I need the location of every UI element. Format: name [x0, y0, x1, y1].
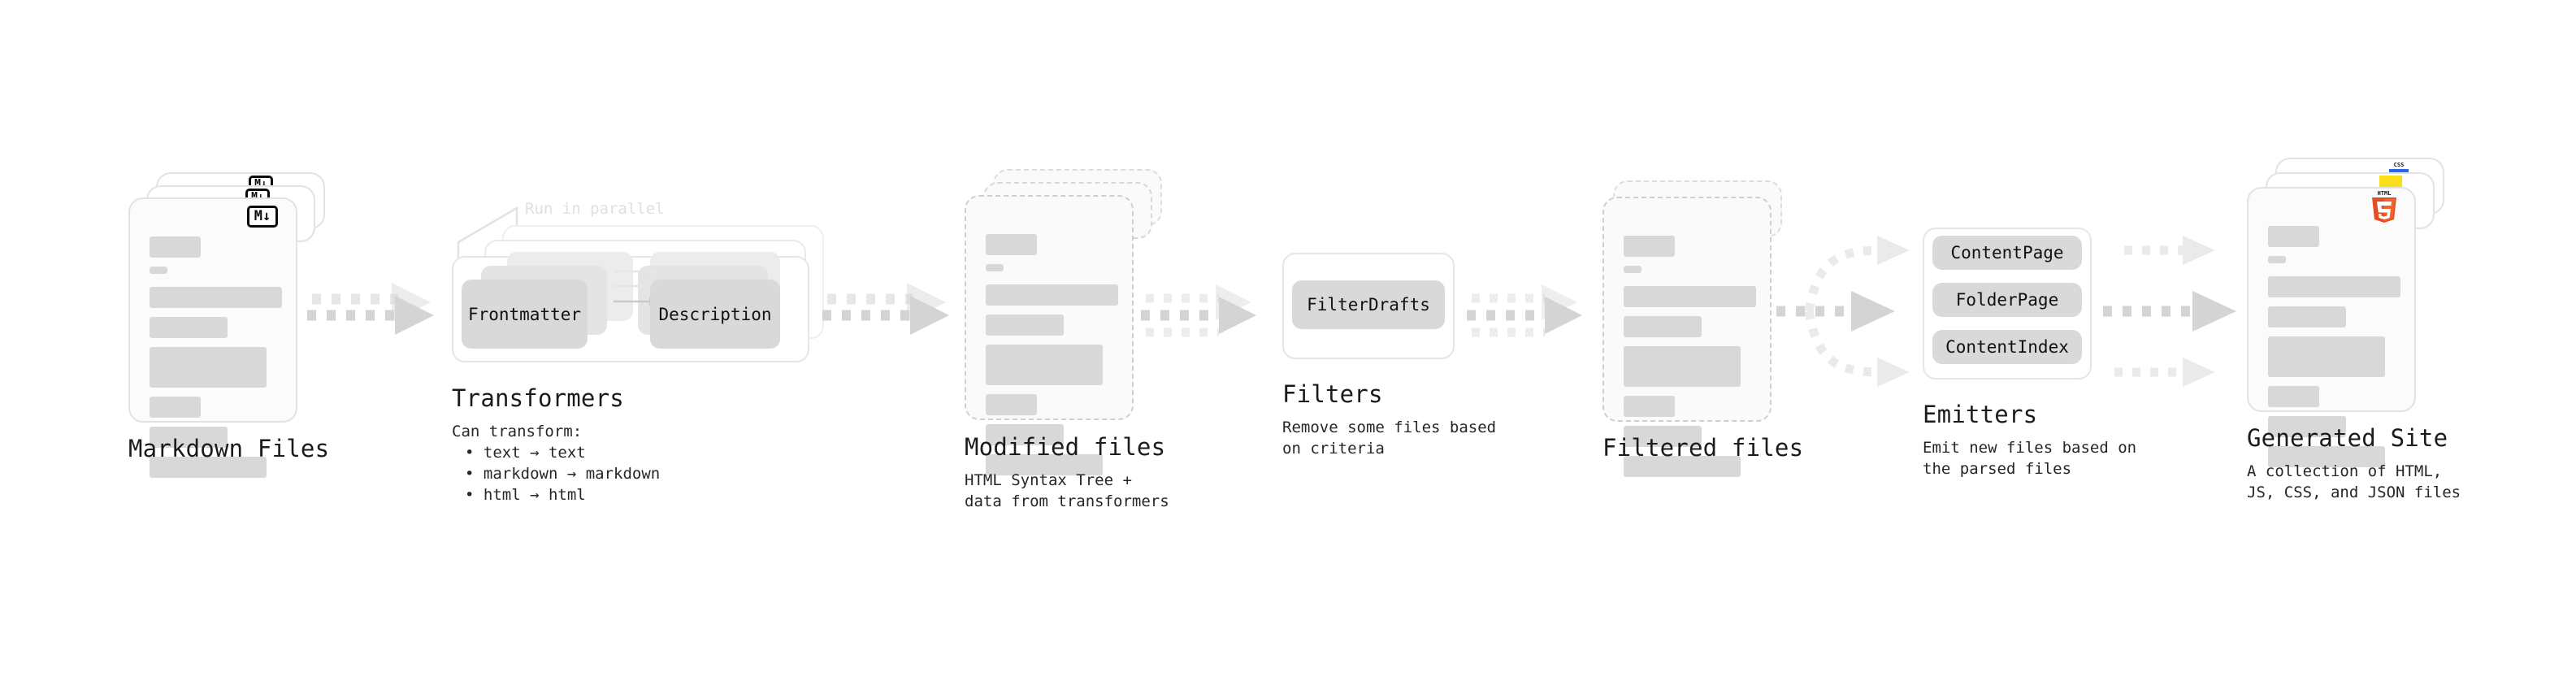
skeleton-line: [2268, 336, 2385, 377]
modified-skeleton: [986, 234, 1118, 484]
arrow-modified-to-filters: [1141, 284, 1256, 337]
skeleton-line: [986, 264, 1004, 271]
skeleton-line: [150, 397, 201, 418]
transformer-chip-frontmatter[interactable]: Frontmatter: [462, 280, 588, 349]
transformers-bullet-1: • text → text: [465, 444, 586, 462]
site-skeleton: [2268, 226, 2400, 476]
modified-file-front: [965, 195, 1134, 475]
html5-badge: HTML: [2372, 190, 2396, 223]
emitters-subtitle: Emit new files based on the parsed files: [1923, 439, 2137, 478]
css-badge: CSS: [2389, 162, 2409, 173]
emitter-chip-contentpage[interactable]: ContentPage: [1932, 236, 2082, 270]
skeleton-line: [1624, 426, 1702, 447]
skeleton-line: [150, 457, 267, 478]
css-badge-label: CSS: [2393, 162, 2405, 168]
skeleton-line: [150, 287, 282, 308]
skeleton-line: [150, 236, 201, 258]
transformers-bullet-2: • markdown → markdown: [465, 465, 661, 483]
modified-files-title: Modified files: [965, 433, 1166, 461]
skeleton-line: [2268, 276, 2400, 297]
arrow-markdown-to-transformers: [307, 283, 434, 335]
emitter-chip-contentindex[interactable]: ContentIndex: [1932, 330, 2082, 364]
transformer-chip-description[interactable]: Description: [650, 280, 780, 349]
arrow-filtered-to-emitters: [1776, 236, 1910, 387]
skeleton-line: [1624, 396, 1675, 417]
skeleton-line: [2268, 306, 2346, 327]
arrow-filters-to-filtered: [1467, 284, 1582, 337]
filtered-file-front: [1602, 197, 1772, 477]
skeleton-line: [1624, 286, 1756, 307]
skeleton-line: [986, 284, 1118, 306]
filtered-files-title: Filtered files: [1602, 434, 1804, 462]
markdown-file-front: [128, 197, 297, 478]
filters-subtitle: Remove some files based on criteria: [1282, 419, 1497, 458]
skeleton-line: [2268, 416, 2346, 437]
filters-title: Filters: [1282, 380, 1383, 408]
skeleton-line: [986, 234, 1037, 255]
skeleton-line: [150, 347, 267, 388]
emitters-title: Emitters: [1923, 401, 2038, 428]
transformers-bullet-3: • html → html: [465, 486, 586, 504]
skeleton-line: [2268, 226, 2319, 247]
skeleton-line: [986, 454, 1103, 475]
generated-site-subtitle: A collection of HTML, JS, CSS, and JSON …: [2247, 462, 2461, 501]
site-file-front: [2247, 187, 2416, 467]
filtered-skeleton: [1624, 236, 1756, 486]
skeleton-line: [1624, 236, 1675, 257]
run-in-parallel-label: Run in parallel: [525, 200, 665, 218]
emitter-chip-folderpage[interactable]: FolderPage: [1932, 283, 2082, 317]
skeleton-line: [986, 424, 1064, 445]
markdown-badge: M↓: [247, 206, 278, 228]
css-badge-bar: [2389, 169, 2409, 172]
skeleton-line: [150, 427, 228, 448]
skeleton-line: [986, 394, 1037, 415]
skeleton-line: [986, 345, 1103, 385]
skeleton-line: [150, 267, 167, 274]
skeleton-line: [1624, 346, 1741, 387]
modified-files-subtitle: HTML Syntax Tree + data from transformer…: [965, 471, 1169, 510]
skeleton-line: [2268, 446, 2385, 467]
filter-chip-filterdrafts[interactable]: FilterDrafts: [1292, 280, 1445, 329]
skeleton-line: [1624, 456, 1741, 477]
skeleton-line: [1624, 266, 1641, 273]
markdown-files-title: Markdown Files: [128, 435, 330, 462]
markdown-skeleton: [150, 236, 282, 487]
svg-text:HTML: HTML: [2378, 190, 2392, 197]
skeleton-line: [2268, 386, 2319, 407]
skeleton-line: [1624, 316, 1702, 337]
transformers-title: Transformers: [452, 384, 624, 412]
generated-site-title: Generated Site: [2247, 424, 2448, 452]
skeleton-line: [986, 314, 1064, 336]
arrow-emitters-to-site: [2103, 236, 2236, 387]
skeleton-line: [2268, 256, 2286, 263]
skeleton-line: [150, 317, 228, 338]
arrow-transformers-to-modified: [822, 283, 949, 335]
transformers-subtitle: Can transform:: [452, 423, 583, 440]
